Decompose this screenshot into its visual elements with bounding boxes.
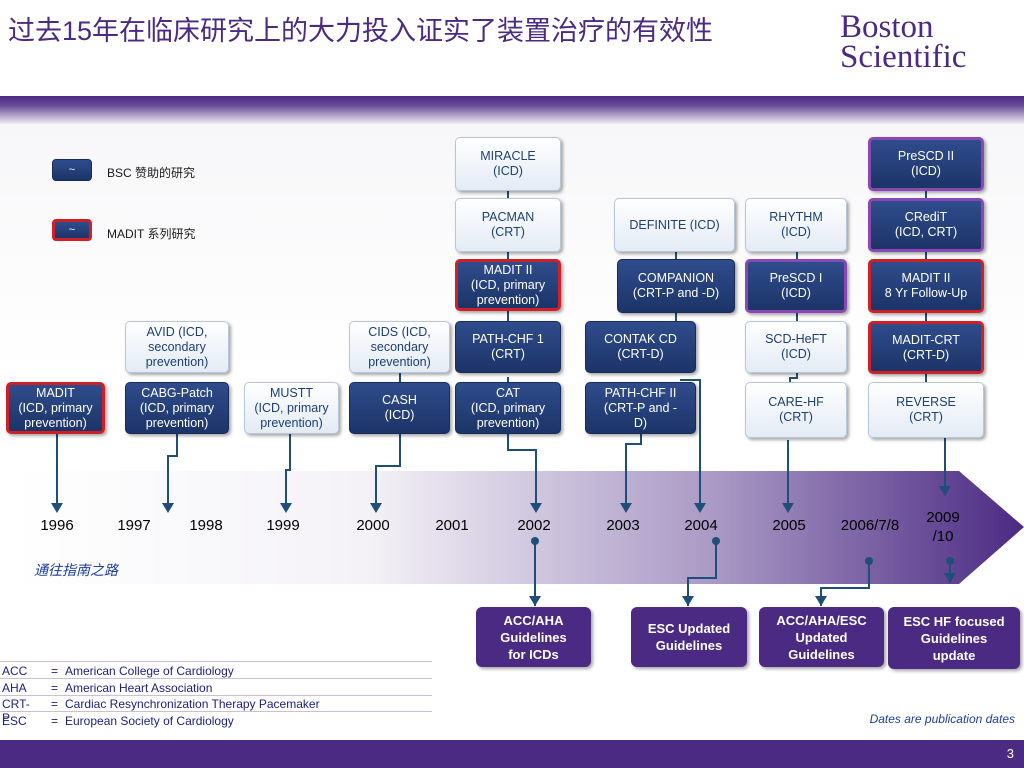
year-2002: 2002 bbox=[517, 517, 551, 534]
boston-scientific-logo: Boston Scientific bbox=[840, 9, 1010, 82]
legend-madit-swatch: ~ bbox=[52, 219, 92, 241]
trial-pacman: PACMAN (CRT) bbox=[455, 198, 561, 252]
trial-madit-ii: MADIT II (ICD, primary prevention) bbox=[455, 259, 561, 311]
trial-avid: AVID (ICD, secondary prevention) bbox=[125, 321, 229, 373]
trial-reverse: REVERSE (CRT) bbox=[868, 382, 984, 438]
trial-mustt: MUSTT (ICD, primary prevention) bbox=[244, 382, 339, 434]
abbr-definition: American College of Cardiology bbox=[65, 664, 234, 678]
trial-madit-ii-8yr: MADIT II 8 Yr Follow-Up bbox=[868, 259, 984, 313]
legend-madit-label: MADIT 系列研究 bbox=[107, 227, 196, 241]
abbr-equals: = bbox=[51, 697, 59, 711]
trial-rhythm: RHYTHM (ICD) bbox=[745, 198, 847, 252]
guideline-esc-updated: ESC Updated Guidelines bbox=[631, 607, 747, 667]
trial-cabg-patch: CABG-Patch (ICD, primary prevention) bbox=[125, 382, 229, 434]
route-to-guidelines-label: 通往指南之路 bbox=[34, 562, 118, 578]
abbr-equals: = bbox=[51, 664, 59, 678]
slide-title: 过去15年在临床研究上的大力投入证实了装置治疗的有效性 bbox=[8, 16, 714, 46]
trial-care-hf: CARE-HF (CRT) bbox=[745, 382, 847, 438]
trial-path-chf-1: PATH-CHF 1 (CRT) bbox=[455, 321, 561, 373]
year-1997: 1997 bbox=[117, 517, 151, 534]
trial-madit-crt: MADIT-CRT (CRT-D) bbox=[868, 321, 984, 374]
header-band bbox=[0, 96, 1024, 124]
year-1998: 1998 bbox=[189, 517, 223, 534]
year-2001: 2001 bbox=[435, 517, 469, 534]
abbr-divider bbox=[0, 678, 432, 679]
logo-line-2: Scientific bbox=[840, 39, 967, 75]
trial-scd-heft: SCD-HeFT (ICD) bbox=[745, 321, 847, 373]
trial-madit: MADIT (ICD, primary prevention) bbox=[6, 382, 105, 434]
timeline-arrow bbox=[14, 471, 1024, 584]
year-2005: 2005 bbox=[772, 517, 806, 534]
legend-bsc-swatch: ~ bbox=[52, 159, 92, 181]
abbr-equals: = bbox=[51, 714, 59, 728]
abbr-definition: Cardiac Resynchronization Therapy Pacema… bbox=[65, 697, 320, 711]
guideline-acc-aha-esc-updated: ACC/AHA/ESC Updated Guidelines bbox=[759, 607, 884, 667]
trial-cids: CIDS (ICD, secondary prevention) bbox=[349, 321, 450, 373]
abbr-divider bbox=[0, 695, 432, 696]
abbr-definition: American Heart Association bbox=[65, 681, 213, 695]
trial-cash: CASH (ICD) bbox=[349, 382, 450, 434]
abbr-divider bbox=[0, 661, 432, 662]
trial-miracle: MIRACLE (ICD) bbox=[455, 137, 561, 191]
year-1999: 1999 bbox=[266, 517, 300, 534]
trial-companion: COMPANION (CRT-P and -D) bbox=[617, 259, 735, 313]
header: 过去15年在临床研究上的大力投入证实了装置治疗的有效性 Boston Scien… bbox=[0, 0, 1024, 96]
logo-line-1: Boston bbox=[840, 9, 934, 45]
year-2000: 2000 bbox=[356, 517, 390, 534]
year-2009-10: 2009 /10 bbox=[926, 509, 960, 545]
trial-definite: DEFINITE (ICD) bbox=[614, 198, 735, 252]
trial-cat: CAT (ICD, primary prevention) bbox=[455, 382, 561, 434]
abbr-divider bbox=[0, 711, 432, 712]
abbr-term: ACC bbox=[2, 664, 28, 678]
trial-contak-cd: CONTAK CD (CRT-D) bbox=[585, 321, 696, 373]
year-1996: 1996 bbox=[40, 517, 74, 534]
abbr-term: AHA bbox=[2, 681, 27, 695]
footer-bar bbox=[0, 740, 1024, 768]
trial-path-chf-ii: PATH-CHF II (CRT-P and - D) bbox=[585, 382, 696, 434]
year-2003: 2003 bbox=[606, 517, 640, 534]
abbr-term: CRT-P bbox=[2, 697, 30, 725]
trial-credit: CRediT (ICD, CRT) bbox=[868, 198, 984, 252]
trial-prescd-ii: PreSCD II (ICD) bbox=[868, 137, 984, 191]
abbr-term: ESC bbox=[2, 714, 27, 728]
abbr-definition: European Society of Cardiology bbox=[65, 714, 234, 728]
abbr-equals: = bbox=[51, 681, 59, 695]
page-number: 3 bbox=[1006, 746, 1014, 761]
legend-bsc-label: BSC 赞助的研究 bbox=[107, 166, 196, 180]
dates-footnote: Dates are publication dates bbox=[869, 712, 1015, 726]
trial-prescd-i: PreSCD I (ICD) bbox=[745, 259, 847, 313]
guideline-acc-aha-icd: ACC/AHA Guidelines for ICDs bbox=[476, 607, 591, 667]
year-2004: 2004 bbox=[684, 517, 718, 534]
year-2006-7-8: 2006/7/8 bbox=[840, 517, 900, 534]
guideline-esc-hf-focused-update: ESC HF focused Guidelines update bbox=[888, 607, 1020, 669]
